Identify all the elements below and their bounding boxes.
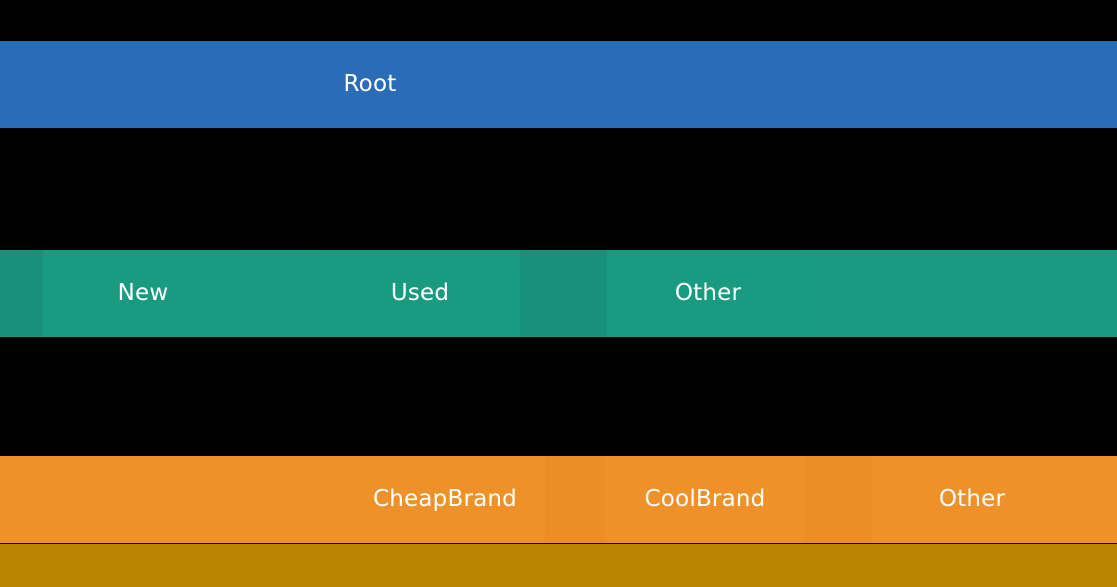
level-0-root: Root bbox=[0, 41, 1117, 128]
icicle-node-unlabeled[interactable] bbox=[805, 456, 872, 543]
icicle-node-cheapbrand[interactable]: CheapBrand bbox=[345, 456, 545, 543]
icicle-node-unlabeled[interactable] bbox=[809, 250, 1117, 337]
icicle-node-unlabeled[interactable] bbox=[420, 41, 520, 128]
level-3-leaf bbox=[0, 544, 1117, 587]
icicle-node-unlabeled[interactable] bbox=[0, 250, 43, 337]
icicle-node-unlabeled[interactable] bbox=[1072, 456, 1117, 543]
icicle-node-unlabeled[interactable] bbox=[0, 41, 320, 128]
icicle-node-label: Other bbox=[938, 486, 1006, 512]
level-2-brand: CheapBrand CoolBrand Other bbox=[0, 456, 1117, 543]
icicle-node-label: New bbox=[117, 280, 169, 306]
level-1-condition: New Used Other bbox=[0, 250, 1117, 337]
icicle-node-label: Used bbox=[390, 280, 450, 306]
icicle-node-unlabeled[interactable] bbox=[0, 544, 1117, 587]
icicle-node-unlabeled[interactable] bbox=[243, 250, 320, 337]
icicle-node-label: CoolBrand bbox=[644, 486, 766, 512]
icicle-node-label: CheapBrand bbox=[373, 486, 517, 512]
icicle-node-unlabeled[interactable] bbox=[520, 41, 1117, 128]
icicle-node-other[interactable]: Other bbox=[607, 250, 809, 337]
icicle-node-root[interactable]: Root bbox=[320, 41, 420, 128]
icicle-node-new[interactable]: New bbox=[43, 250, 243, 337]
icicle-node-label: Other bbox=[674, 280, 742, 306]
icicle-node-label: Root bbox=[343, 71, 397, 97]
icicle-node-coolbrand[interactable]: CoolBrand bbox=[605, 456, 805, 543]
icicle-node-unlabeled[interactable] bbox=[545, 456, 605, 543]
icicle-node-used[interactable]: Used bbox=[320, 250, 520, 337]
icicle-node-unlabeled[interactable] bbox=[0, 456, 345, 543]
icicle-node-unlabeled[interactable] bbox=[520, 250, 607, 337]
icicle-node-other[interactable]: Other bbox=[872, 456, 1072, 543]
